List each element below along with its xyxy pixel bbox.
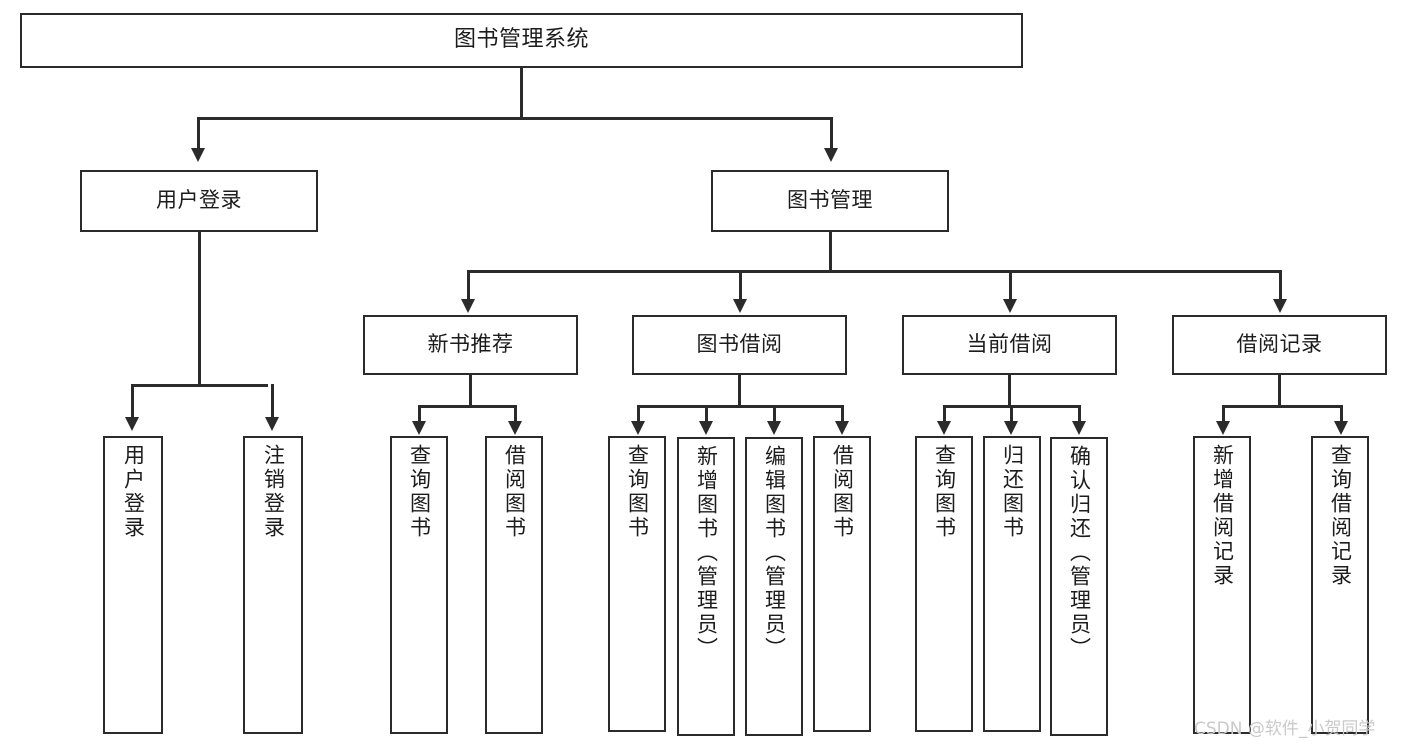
node-current-borrow[interactable]: 当前借阅: [902, 315, 1117, 375]
connector-manage-bus: [467, 270, 1280, 273]
node-label: 确认归还（管理员）: [1067, 445, 1092, 661]
node-label: 用户登录: [156, 188, 242, 213]
connector-record-leaf2: [1340, 405, 1343, 423]
connector-recommend-leaf2: [514, 405, 517, 423]
leaf-query-borrow-record[interactable]: 查询借阅记录: [1311, 436, 1369, 734]
connector-borrow-stem: [738, 375, 741, 405]
node-label: 图书管理系统: [453, 27, 589, 53]
connector-current-stem: [1008, 375, 1011, 405]
arrowhead-manage-new: [461, 299, 475, 313]
leaf-return-book[interactable]: 归还图书: [983, 436, 1041, 732]
connector-login-to-leaf2: [271, 384, 274, 419]
leaf-add-borrow-record[interactable]: 新增借阅记录: [1193, 436, 1251, 734]
connector-record-bus: [1222, 405, 1342, 408]
connector-recommend-bus: [418, 405, 516, 408]
arrowhead-manage-borrow: [733, 299, 747, 313]
connector-borrow-leaf4: [841, 405, 844, 423]
node-label: 新增图书（管理员）: [694, 445, 719, 661]
connector-login-to-leaf1: [131, 384, 134, 419]
leaf-borrow-book[interactable]: 借阅图书: [813, 436, 871, 732]
node-label: 查询图书: [407, 444, 432, 540]
connector-record-stem: [1278, 375, 1281, 405]
node-label: 用户登录: [121, 444, 146, 540]
connector-root-stem: [520, 68, 523, 117]
arrowhead-login-leaf2: [265, 417, 279, 431]
arrowhead-current-leaf2: [1004, 421, 1018, 435]
connector-borrow-leaf1: [637, 405, 640, 423]
node-borrow-record[interactable]: 借阅记录: [1172, 315, 1387, 375]
arrowhead-manage-record: [1273, 299, 1287, 313]
node-label: 查询借阅记录: [1328, 444, 1353, 588]
node-label: 归还图书: [1000, 444, 1025, 540]
connector-root-to-login: [197, 117, 200, 150]
arrowhead-record-leaf1: [1216, 421, 1230, 435]
connector-borrow-bus: [637, 405, 842, 408]
node-label: 当前借阅: [966, 332, 1053, 357]
connector-manage-stem: [829, 232, 832, 270]
arrowhead-borrow-leaf1: [631, 421, 645, 435]
leaf-user-login[interactable]: 用户登录: [103, 436, 163, 734]
node-label: 借阅图书: [830, 444, 855, 540]
leaf-query-book-borrow[interactable]: 查询图书: [608, 436, 666, 732]
node-label: 借阅图书: [502, 444, 527, 540]
connector-recommend-leaf1: [418, 405, 421, 423]
node-book-management[interactable]: 图书管理: [711, 170, 949, 232]
connector-recommend-stem: [469, 375, 472, 405]
arrowhead-borrow-leaf2: [699, 421, 713, 435]
node-user-login[interactable]: 用户登录: [80, 170, 318, 232]
leaf-add-book-admin[interactable]: 新增图书（管理员）: [677, 437, 735, 736]
node-label: 查询图书: [625, 444, 650, 540]
connector-current-leaf3: [1078, 405, 1081, 423]
arrowhead-root-to-login: [191, 148, 205, 162]
csdn-watermark: CSDN @软件_小贺同学: [1194, 719, 1376, 739]
node-new-book-recommend[interactable]: 新书推荐: [363, 315, 578, 375]
node-label: 新书推荐: [427, 332, 514, 357]
leaf-query-book-current[interactable]: 查询图书: [915, 436, 973, 732]
node-label: 查询图书: [932, 444, 957, 540]
node-label: 新增借阅记录: [1210, 444, 1235, 588]
node-book-borrow[interactable]: 图书借阅: [632, 315, 847, 375]
leaf-edit-book-admin[interactable]: 编辑图书（管理员）: [745, 437, 803, 736]
node-label: 注销登录: [261, 444, 286, 540]
arrowhead-borrow-leaf3: [767, 421, 781, 435]
connector-borrow-leaf3: [773, 405, 776, 423]
connector-root-bus: [197, 117, 832, 120]
arrowhead-root-to-manage: [824, 148, 838, 162]
connector-current-leaf1: [943, 405, 946, 423]
arrowhead-recommend-leaf1: [412, 421, 426, 435]
node-label: 图书借阅: [696, 332, 783, 357]
connector-manage-to-current: [1009, 270, 1012, 301]
connector-login-bus: [131, 384, 268, 387]
connector-borrow-leaf2: [705, 405, 708, 423]
arrowhead-current-leaf1: [937, 421, 951, 435]
connector-manage-to-borrow: [739, 270, 742, 301]
connector-record-leaf1: [1222, 405, 1225, 423]
connector-root-to-manage: [830, 117, 833, 150]
leaf-query-book-recommend[interactable]: 查询图书: [390, 436, 448, 734]
arrowhead-manage-current: [1003, 299, 1017, 313]
node-label: 编辑图书（管理员）: [762, 445, 787, 661]
node-label: 借阅记录: [1236, 332, 1323, 357]
node-root-system[interactable]: 图书管理系统: [20, 13, 1023, 68]
connector-current-leaf2: [1010, 405, 1013, 423]
leaf-confirm-return-admin[interactable]: 确认归还（管理员）: [1050, 437, 1108, 736]
leaf-borrow-book-recommend[interactable]: 借阅图书: [485, 436, 543, 734]
arrowhead-login-leaf1: [125, 417, 139, 431]
arrowhead-recommend-leaf2: [508, 421, 522, 435]
connector-login-stem: [198, 232, 201, 384]
node-label: 图书管理: [787, 188, 873, 213]
arrowhead-borrow-leaf4: [835, 421, 849, 435]
connector-manage-to-record: [1279, 270, 1282, 301]
leaf-logout[interactable]: 注销登录: [243, 436, 303, 734]
arrowhead-record-leaf2: [1334, 421, 1348, 435]
arrowhead-current-leaf3: [1072, 421, 1086, 435]
connector-manage-to-new: [467, 270, 470, 301]
